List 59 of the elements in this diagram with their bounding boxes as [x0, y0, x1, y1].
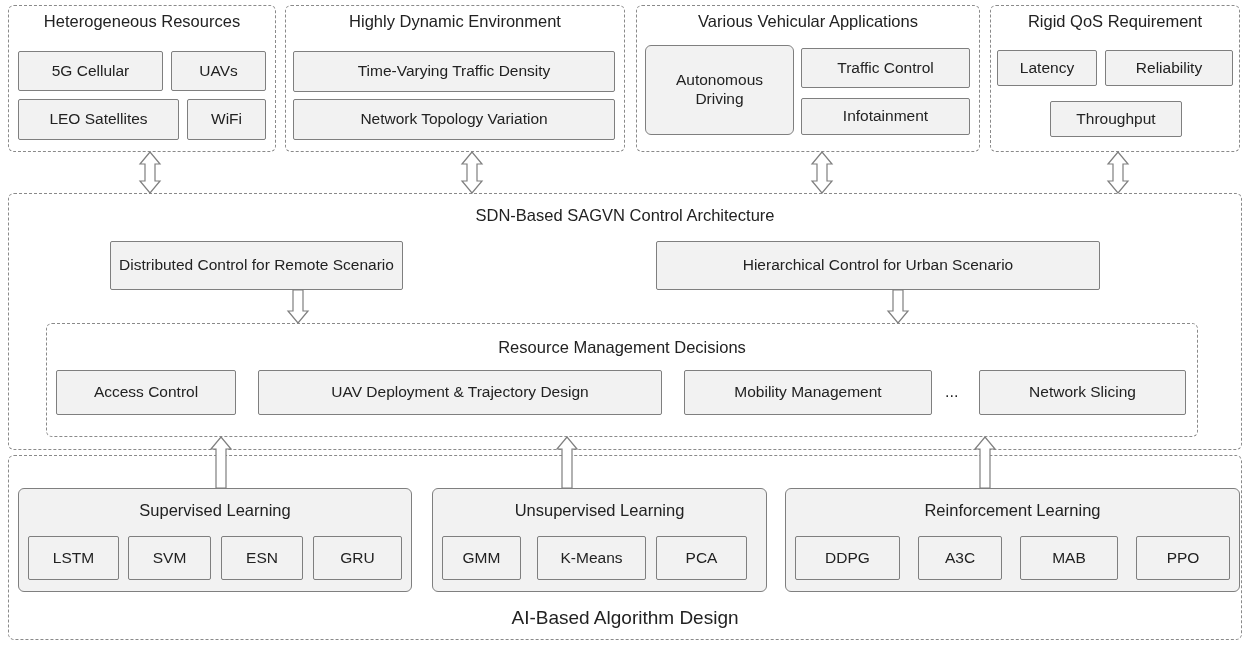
item-box: Autonomous Driving [645, 45, 794, 135]
group-title: Unsupervised Learning [514, 501, 685, 520]
item-box: Traffic Control [801, 48, 970, 88]
double-arrow [138, 151, 162, 194]
double-arrow [460, 151, 484, 194]
item-box: Access Control [56, 370, 236, 415]
item-box: Latency [997, 50, 1097, 86]
double-arrow [810, 151, 834, 194]
arrow [286, 289, 310, 324]
item-box: Infotainment [801, 98, 970, 135]
item-box: Reliability [1105, 50, 1233, 86]
group-title: SDN-Based SAGVN Control Architecture [475, 206, 775, 225]
item-box: LEO Satellites [18, 99, 179, 140]
ellipsis-text: ... [945, 383, 959, 401]
item-box: UAVs [171, 51, 266, 91]
item-box: Distributed Control for Remote Scenario [110, 241, 403, 290]
category-panel [432, 488, 767, 592]
group-frame [636, 5, 980, 152]
item-box: MAB [1020, 536, 1118, 580]
item-box: Hierarchical Control for Urban Scenario [656, 241, 1100, 290]
item-box: GMM [442, 536, 521, 580]
item-box: PCA [656, 536, 747, 580]
item-box: PPO [1136, 536, 1230, 580]
double-arrow [1106, 151, 1130, 194]
group-title: Resource Management Decisions [498, 338, 746, 357]
group-frame [285, 5, 625, 152]
group-title: Heterogeneous Resources [43, 12, 241, 31]
item-box: 5G Cellular [18, 51, 163, 91]
category-panel [785, 488, 1240, 592]
group-frame [8, 455, 1242, 640]
group-title: AI-Based Algorithm Design [511, 607, 739, 629]
arrow [886, 289, 910, 324]
category-panel [18, 488, 412, 592]
group-title: Supervised Learning [139, 501, 291, 520]
arrow [973, 436, 997, 489]
item-box: Mobility Management [684, 370, 932, 415]
item-box: WiFi [187, 99, 266, 140]
group-title: Reinforcement Learning [924, 501, 1101, 520]
item-box: Network Slicing [979, 370, 1186, 415]
group-frame [8, 193, 1242, 450]
item-box: Network Topology Variation [293, 99, 615, 140]
item-box: DDPG [795, 536, 900, 580]
arrow [555, 436, 579, 489]
group-title: Rigid QoS Requirement [1027, 12, 1203, 31]
item-box: A3C [918, 536, 1002, 580]
group-title: Various Vehicular Applications [698, 12, 918, 31]
group-frame [990, 5, 1240, 152]
item-box: Throughput [1050, 101, 1182, 137]
item-box: LSTM [28, 536, 119, 580]
item-box: K-Means [537, 536, 646, 580]
item-box: ESN [221, 536, 303, 580]
item-box: UAV Deployment & Trajectory Design [258, 370, 662, 415]
group-frame [8, 5, 276, 152]
item-box: Time-Varying Traffic Density [293, 51, 615, 92]
group-title: Highly Dynamic Environment [349, 12, 561, 31]
arrow [209, 436, 233, 489]
item-box: GRU [313, 536, 402, 580]
item-box: SVM [128, 536, 211, 580]
group-frame [46, 323, 1198, 437]
